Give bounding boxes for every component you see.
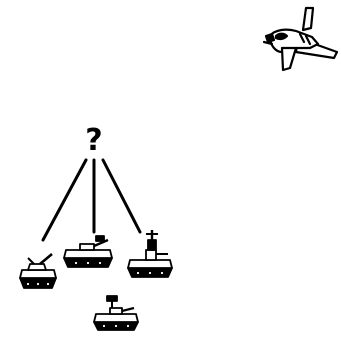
armored-vehicle-icon <box>20 254 56 288</box>
branch-line-left <box>43 160 86 240</box>
armored-vehicle-icon <box>64 236 112 267</box>
armored-vehicle-icon <box>128 230 172 277</box>
jet-aircraft-icon <box>264 8 337 70</box>
question-mark: ? <box>85 123 102 158</box>
branch-line-right <box>103 160 140 232</box>
armored-vehicle-icon <box>94 296 138 330</box>
